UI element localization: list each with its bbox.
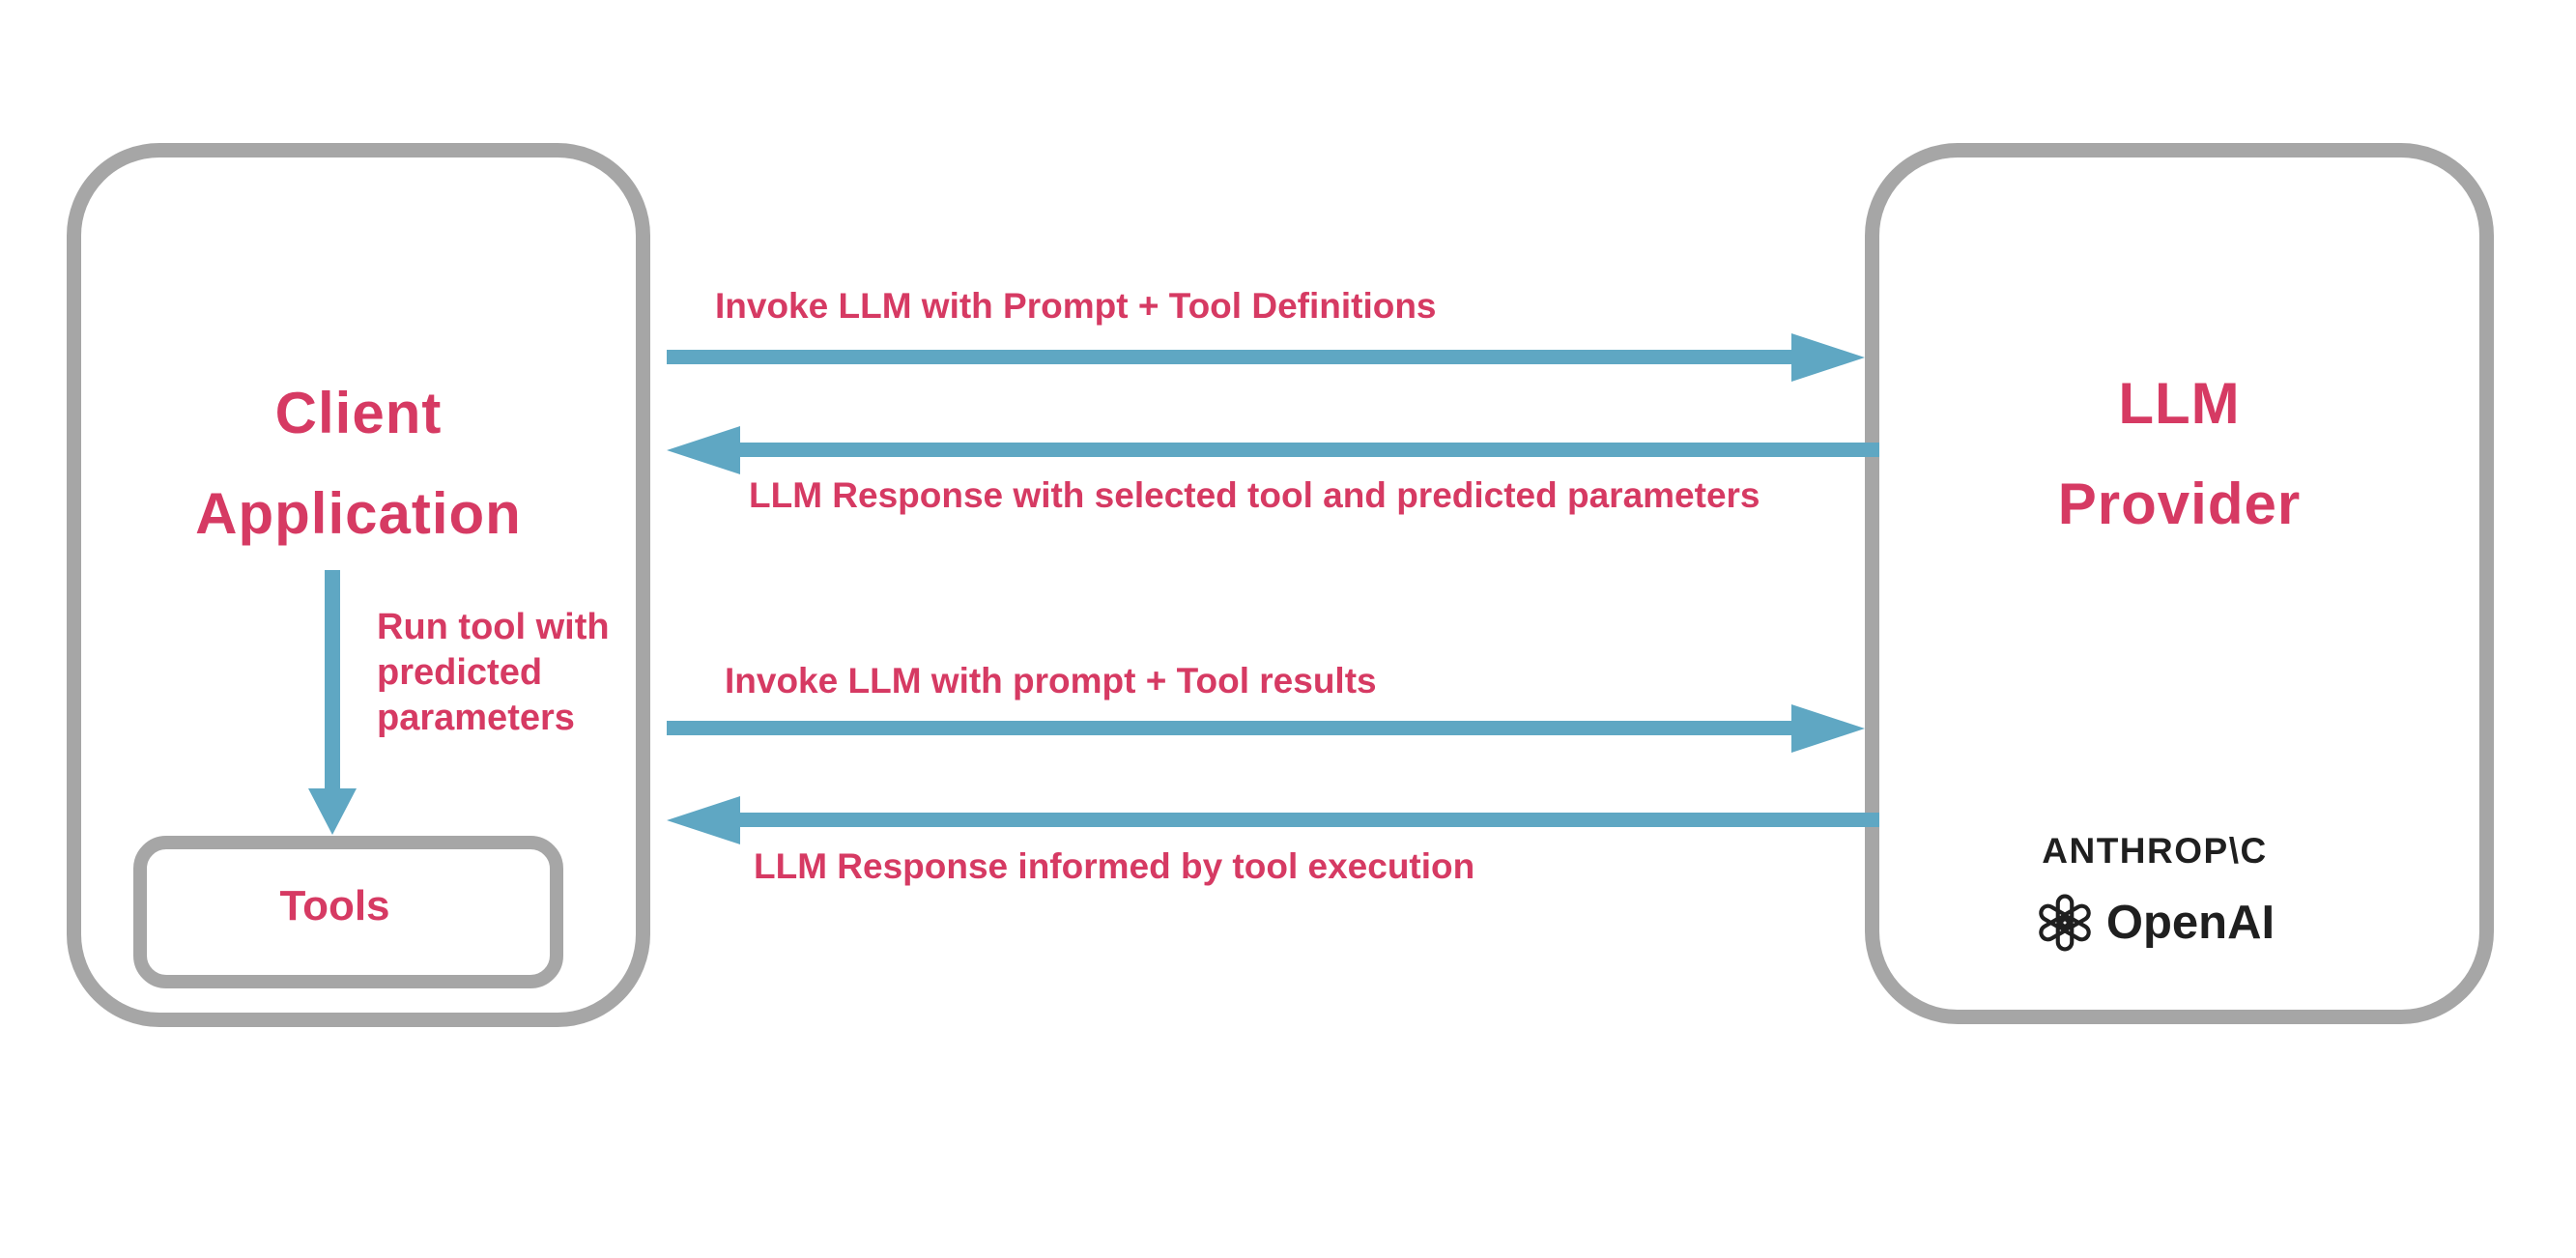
openai-wordmark: OpenAI	[2105, 897, 2275, 949]
openai-logo: OpenAI	[2035, 893, 2275, 953]
label-llm-response-tool-execution: LLM Response informed by tool execution	[754, 846, 1475, 886]
llm-provider-title: LLM Provider	[1865, 354, 2494, 555]
client-title-line1: Client	[274, 381, 443, 445]
run-tool-line2: predicted	[377, 652, 543, 693]
anthropic-logo: ANTHROP\C	[2042, 831, 2268, 871]
label-invoke-llm-tool-results: Invoke LLM with prompt + Tool results	[725, 661, 1377, 700]
tools-label: Tools	[279, 882, 390, 929]
run-tool-annotation: Run tool with predicted parameters	[377, 605, 610, 741]
provider-logos: ANTHROP\C OpenAI	[1841, 831, 2469, 953]
arrow-left-llm-response-tool-execution	[740, 813, 1879, 827]
run-tool-line1: Run tool with	[377, 607, 610, 647]
arrow-right-invoke-llm-tool-results	[667, 721, 1791, 735]
client-title-line2: Application	[195, 481, 522, 546]
llm-provider-box	[1865, 143, 2494, 1024]
arrow-right-invoke-llm-definitions	[667, 350, 1791, 364]
openai-blossom-icon	[2035, 893, 2095, 953]
run-tool-line3: parameters	[377, 698, 575, 738]
arrow-down-run-tool	[325, 570, 340, 788]
tools-box: Tools	[133, 836, 563, 988]
llm-title-line1: LLM	[2118, 371, 2241, 436]
llm-title-line2: Provider	[2057, 472, 2302, 536]
arrow-left-llm-response-selected-tool	[740, 443, 1879, 457]
label-llm-response-selected-tool: LLM Response with selected tool and pred…	[749, 475, 1760, 515]
label-invoke-llm-definitions: Invoke LLM with Prompt + Tool Definition…	[715, 286, 1437, 326]
client-application-title: Client Application	[67, 363, 650, 564]
